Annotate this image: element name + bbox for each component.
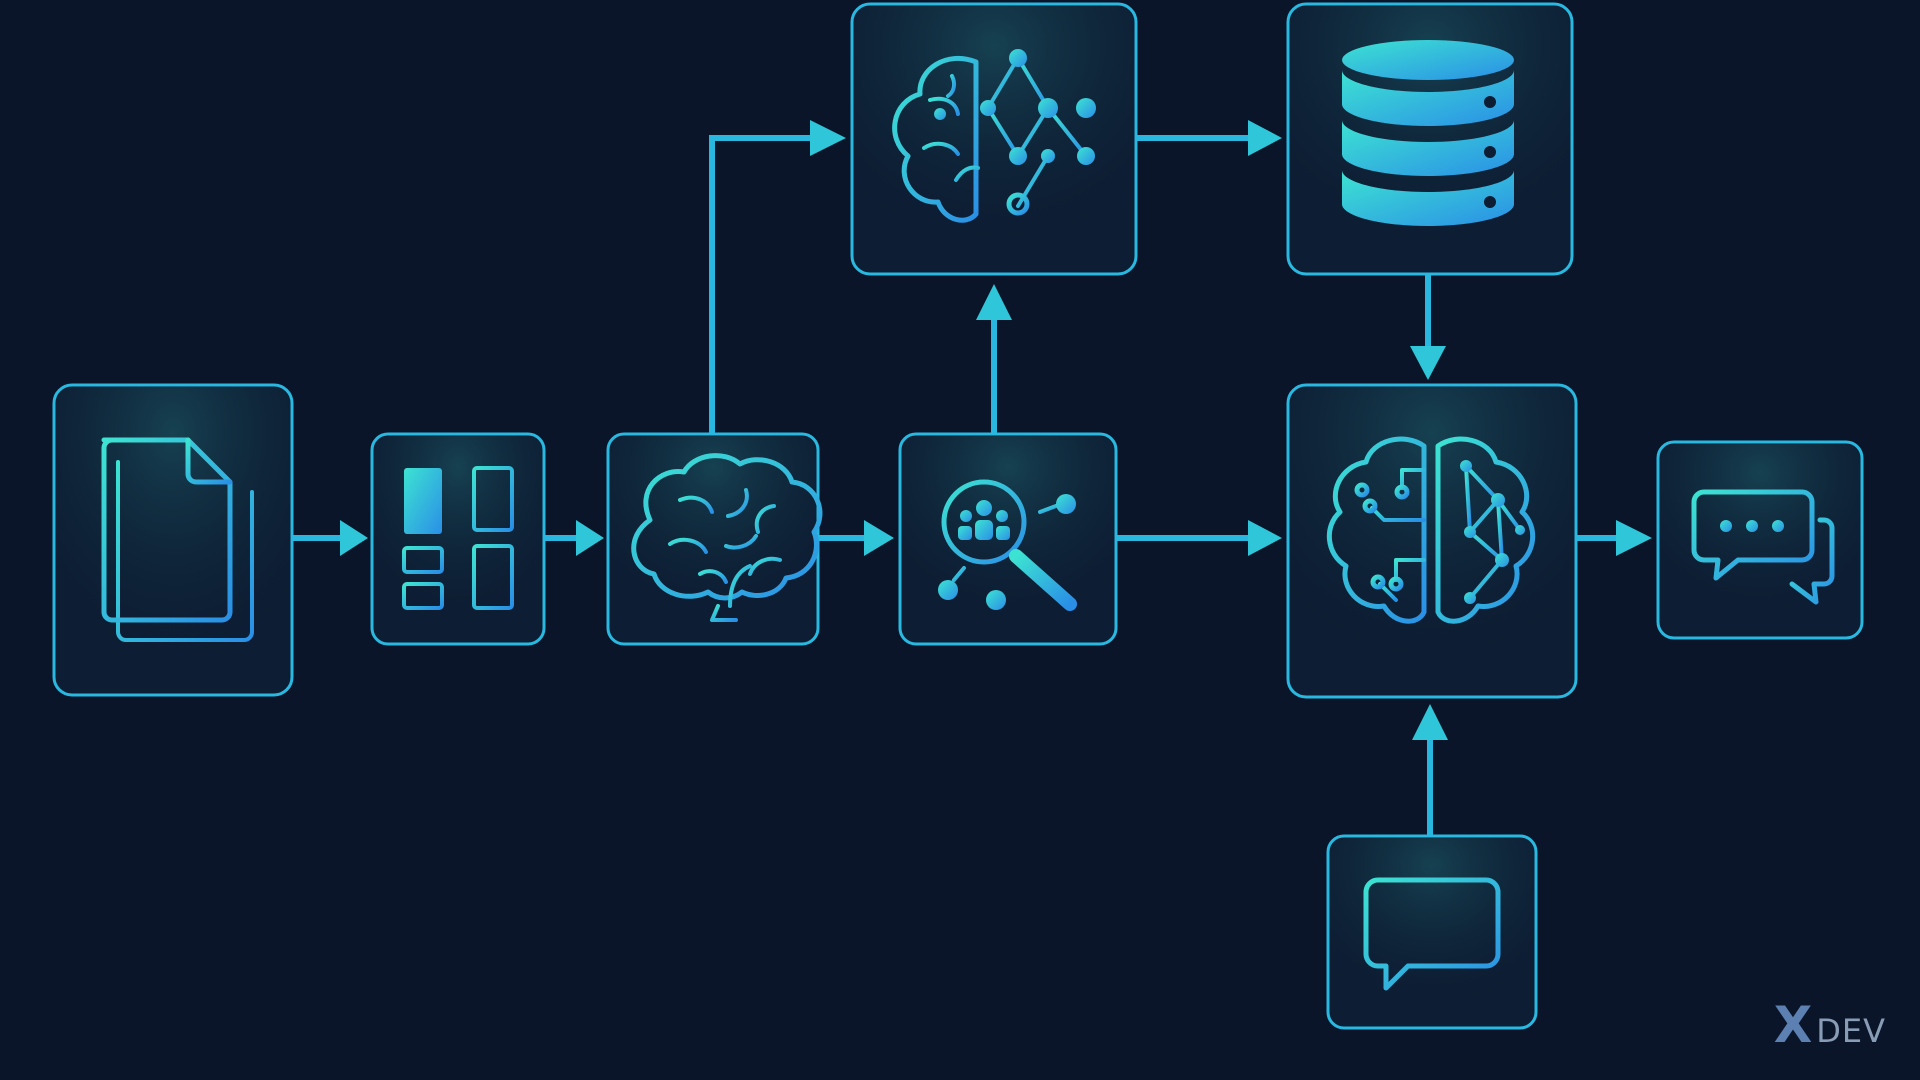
node-neural-model[interactable] bbox=[850, 2, 1138, 276]
search-people-icon bbox=[938, 479, 1077, 611]
node-documents[interactable] bbox=[52, 383, 294, 697]
edge-retrieval-llm bbox=[1115, 520, 1282, 556]
node-chunking[interactable] bbox=[370, 432, 546, 646]
brand-watermark: X DEV bbox=[1774, 1000, 1886, 1050]
node-response[interactable] bbox=[1656, 440, 1864, 640]
node-llm[interactable] bbox=[1286, 383, 1578, 699]
edge-neural-model-vector-database bbox=[1135, 120, 1282, 156]
circuit-brain-icon bbox=[1326, 436, 1536, 624]
brand-text: DEV bbox=[1816, 1012, 1886, 1050]
edge-llm-response bbox=[1575, 520, 1652, 556]
brain-icon bbox=[631, 453, 823, 622]
node-vector-database[interactable] bbox=[1286, 2, 1574, 276]
chat-bubbles-icon bbox=[1691, 489, 1835, 605]
edge-embedding-retrieval bbox=[817, 520, 894, 556]
message-icon bbox=[1363, 877, 1501, 991]
brand-mark: X bbox=[1773, 996, 1813, 1054]
edge-embedding-neural-model bbox=[709, 120, 846, 433]
chunk-blocks-icon bbox=[402, 466, 514, 610]
edge-retrieval-neural-model bbox=[976, 284, 1012, 433]
brain-network-icon bbox=[892, 49, 1096, 223]
node-embedding[interactable] bbox=[606, 432, 823, 646]
node-query[interactable] bbox=[1326, 834, 1538, 1030]
connectors bbox=[289, 120, 1652, 838]
edge-vector-database-llm bbox=[1410, 272, 1446, 380]
edge-query-llm bbox=[1412, 704, 1448, 838]
edge-documents-chunking bbox=[289, 520, 368, 556]
node-retrieval[interactable] bbox=[898, 432, 1118, 646]
edge-chunking-embedding bbox=[543, 520, 604, 556]
database-icon bbox=[1342, 40, 1514, 226]
documents-icon bbox=[101, 437, 254, 642]
